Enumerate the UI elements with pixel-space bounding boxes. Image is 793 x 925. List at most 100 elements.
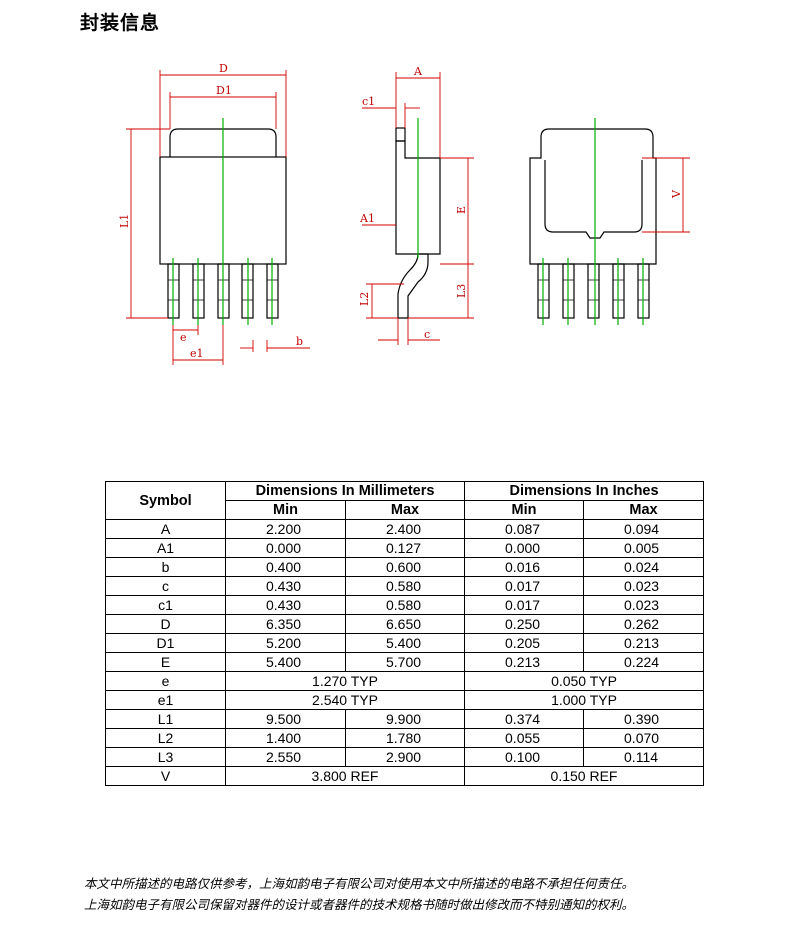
table-cell-mm-max: 0.127 (344, 538, 466, 558)
table-cell-in-min: 0.017 (464, 576, 585, 596)
table-cell-in-max: 0.262 (583, 614, 705, 634)
table-cell-mm-max: 2.900 (344, 747, 466, 767)
mm-header: Dimensions In Millimeters (224, 481, 466, 501)
back-body-outline (529, 128, 657, 265)
table-cell-mm-min: 1.400 (225, 728, 346, 748)
table-cell-mm-max: 0.600 (344, 557, 466, 577)
dim-label-l1: L1 (118, 214, 131, 228)
dim-label-c: c (424, 328, 430, 341)
table-cell-mm-typ: 2.540 TYP (224, 690, 466, 710)
table-cell-in-min: 0.374 (464, 709, 585, 729)
disclaimer: 本文中所描述的电路仅供参考，上海如韵电子有限公司对使用本文中所描述的电路不承担任… (84, 873, 634, 915)
table-cell-in-max: 0.390 (583, 709, 705, 729)
table-cell-in-max: 0.224 (583, 652, 705, 672)
mm-min-header: Min (225, 500, 346, 520)
dim-label-a1: A1 (359, 212, 375, 225)
table-cell-in-min: 0.250 (464, 614, 585, 634)
table-cell-symbol: E (105, 652, 226, 672)
dim-label-e: e (180, 331, 187, 344)
table-cell-mm-max: 6.650 (344, 614, 466, 634)
table-cell-in-typ: 0.150 REF (464, 766, 705, 786)
dim-label-a: A (413, 65, 423, 78)
table-cell-mm-max: 1.780 (344, 728, 466, 748)
table-cell-symbol: L2 (105, 728, 226, 748)
table-cell-symbol: L1 (105, 709, 226, 729)
table-cell-in-typ: 0.050 TYP (464, 671, 705, 691)
table-cell-mm-max: 5.700 (344, 652, 466, 672)
table-cell-mm-max: 2.400 (344, 519, 466, 539)
table-cell-in-min: 0.213 (464, 652, 585, 672)
table-cell-in-min: 0.017 (464, 595, 585, 615)
table-cell-mm-min: 2.200 (225, 519, 346, 539)
dim-label-c1: c1 (362, 95, 375, 108)
table-cell-mm-min: 0.000 (225, 538, 346, 558)
side-lead-outline (397, 253, 429, 319)
dim-label-e1: e1 (190, 347, 204, 360)
back-leads (537, 263, 650, 319)
table-cell-symbol: V (105, 766, 226, 786)
dim-label-l2: L2 (358, 292, 371, 306)
table-cell-mm-min: 2.550 (225, 747, 346, 767)
page-title: 封装信息 (80, 12, 161, 34)
table-cell-symbol: c1 (105, 595, 226, 615)
table-cell-in-max: 0.023 (583, 576, 705, 596)
back-inner-cutout (544, 160, 643, 239)
table-cell-mm-max: 5.400 (344, 633, 466, 653)
table-cell-symbol: e (105, 671, 226, 691)
table-cell-in-min: 0.087 (464, 519, 585, 539)
mm-max-header: Max (344, 500, 466, 520)
dimensions-table: Symbol Dimensions In Millimeters Dimensi… (105, 481, 705, 786)
table-cell-in-max: 0.024 (583, 557, 705, 577)
table-cell-in-min: 0.055 (464, 728, 585, 748)
disclaimer-line-2: 上海如韵电子有限公司保留对器件的设计或者器件的技术规格书随时做出修改而不特别通知… (84, 897, 635, 912)
side-tab-outline (395, 127, 406, 142)
package-outline-drawing: D D1 L1 e e1 b A c1 A1 E L2 L3 c V (118, 62, 690, 365)
table-cell-in-max: 0.070 (583, 728, 705, 748)
table-cell-in-min: 0.000 (464, 538, 585, 558)
table-cell-mm-min: 0.430 (225, 576, 346, 596)
table-cell-symbol: D1 (105, 633, 226, 653)
table-cell-in-min: 0.016 (464, 557, 585, 577)
table-cell-symbol: A1 (105, 538, 226, 558)
table-cell-symbol: e1 (105, 690, 226, 710)
dim-label-big-e: E (455, 206, 468, 214)
table-cell-mm-min: 6.350 (225, 614, 346, 634)
table-cell-symbol: c (105, 576, 226, 596)
table-cell-in-typ: 1.000 TYP (464, 690, 705, 710)
dim-label-l3: L3 (455, 284, 468, 298)
table-cell-symbol: D (105, 614, 226, 634)
in-max-header: Max (583, 500, 705, 520)
dim-label-v: V (670, 189, 683, 199)
table-cell-in-min: 0.100 (464, 747, 585, 767)
table-cell-mm-min: 0.400 (225, 557, 346, 577)
symbol-header: Symbol (105, 481, 226, 520)
disclaimer-line-1: 本文中所描述的电路仅供参考，上海如韵电子有限公司对使用本文中所描述的电路不承担任… (84, 876, 635, 891)
table-cell-mm-min: 5.200 (225, 633, 346, 653)
dim-label-d: D (219, 62, 228, 75)
table-cell-mm-typ: 3.800 REF (224, 766, 466, 786)
table-cell-mm-max: 0.580 (344, 595, 466, 615)
dim-label-b: b (296, 335, 303, 348)
table-cell-in-max: 0.114 (583, 747, 705, 767)
table-cell-in-max: 0.213 (583, 633, 705, 653)
table-cell-mm-min: 5.400 (225, 652, 346, 672)
table-cell-mm-max: 9.900 (344, 709, 466, 729)
table-cell-symbol: A (105, 519, 226, 539)
table-cell-in-max: 0.005 (583, 538, 705, 558)
table-cell-in-max: 0.023 (583, 595, 705, 615)
table-cell-symbol: b (105, 557, 226, 577)
table-cell-in-max: 0.094 (583, 519, 705, 539)
table-cell-in-min: 0.205 (464, 633, 585, 653)
